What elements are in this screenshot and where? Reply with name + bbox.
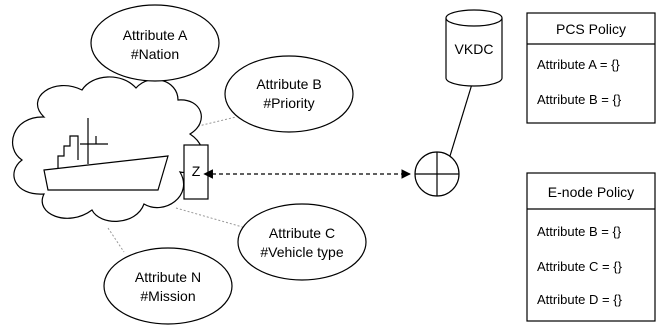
network-node-icon — [414, 151, 460, 197]
enode-policy-title: E-node Policy — [548, 184, 634, 200]
attribute-c-sub: #Vehicle type — [260, 244, 343, 260]
enode-policy-line: Attribute C = {} — [537, 259, 623, 274]
attribute-n-title: Attribute N — [135, 269, 201, 285]
attribute-a-ellipse: Attribute A #Nation — [90, 4, 220, 82]
attribute-n-sub: #Mission — [140, 288, 195, 304]
vkdc-database-icon — [445, 9, 503, 87]
vkdc-label: VKDC — [455, 41, 494, 57]
attribute-n-ellipse: Attribute N #Mission — [103, 247, 233, 325]
ship-icon — [43, 118, 169, 191]
attribute-c-title: Attribute C — [269, 225, 335, 241]
pcs-policy-line: Attribute B = {} — [537, 92, 622, 107]
attribute-c-ellipse: Attribute C #Vehicle type — [237, 203, 367, 281]
enode-policy-line: Attribute D = {} — [537, 292, 623, 307]
z-label: Z — [192, 163, 201, 179]
pcs-policy-box: PCS Policy Attribute A = {} Attribute B … — [526, 12, 656, 124]
enode-policy-line: Attribute B = {} — [537, 224, 622, 239]
attribute-a-sub: #Nation — [131, 46, 179, 62]
vkdc-connector — [449, 83, 473, 157]
enode-policy-box: E-node Policy Attribute B = {} Attribute… — [526, 172, 656, 322]
connector-attribute-n — [107, 227, 125, 253]
pcs-policy-title: PCS Policy — [556, 21, 626, 37]
pcs-policy-line: Attribute A = {} — [537, 57, 620, 72]
attribute-b-ellipse: Attribute B #Priority — [224, 55, 354, 133]
connector-attribute-c — [175, 207, 247, 229]
attribute-a-title: Attribute A — [123, 27, 188, 43]
attribute-b-sub: #Priority — [263, 95, 314, 111]
ship-cloud — [12, 76, 204, 222]
attribute-b-title: Attribute B — [256, 76, 321, 92]
attribute-connectors — [107, 67, 247, 253]
